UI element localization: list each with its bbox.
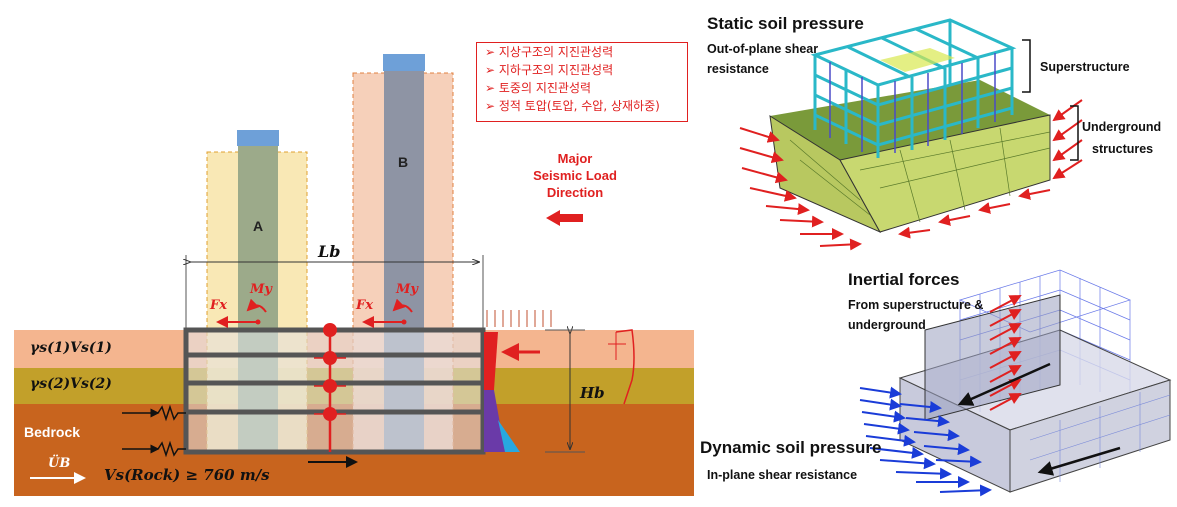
dynamic-soil-pressure-title: Dynamic soil pressure <box>700 438 882 457</box>
soil-layer-1-label: γs(1)Vs(1) <box>30 340 112 356</box>
superstructure-frame <box>810 18 1017 158</box>
inertial-black-arrow <box>957 362 1051 406</box>
fx-origin-a <box>255 319 261 325</box>
surcharge-arrows <box>486 310 552 327</box>
dynamic-profile-curve <box>615 329 635 405</box>
my-label-a: My <box>250 282 272 297</box>
underground-bracket <box>1070 105 1079 161</box>
bedrock-label: Bedrock <box>24 424 81 440</box>
base-shear-arrow-3d <box>1037 446 1121 476</box>
note-line-4: ➢ 정적 토압(토압, 수압, 상재하중) <box>485 99 660 113</box>
soil-layer-2-label: γs(2)Vs(2) <box>30 376 112 392</box>
building-a-label: A <box>253 218 264 234</box>
notes-box: ➢ 지상구조의 지진관성력 ➢ 지하구조의 지진관성력 ➢ 토중의 지진관성력 … <box>476 42 688 122</box>
static-pressure-arrows-left <box>739 127 862 251</box>
in-plane-label: In-plane shear resistance <box>707 468 858 482</box>
underground-grid <box>789 127 1051 223</box>
static-soil-pressure-title: Static soil pressure <box>707 14 864 33</box>
building-b-label: B <box>398 154 409 170</box>
hb-label: Hb <box>580 384 605 402</box>
my-label-b: My <box>396 282 418 297</box>
spring-upper <box>122 404 186 422</box>
building-a-top <box>237 130 279 146</box>
ground-motion-label: ÜB <box>48 456 71 471</box>
inertial-arrows <box>989 295 1022 411</box>
lb-label: Lb <box>318 242 341 261</box>
superstructure-label: Superstructure <box>1040 60 1130 74</box>
fx-label-a: Fx <box>210 298 227 313</box>
note-line-2: ➢ 지하구조의 지진관성력 <box>485 63 614 77</box>
dynamic-pressure-arrows <box>859 386 992 497</box>
spring-lower <box>122 440 186 458</box>
underground-line2: structures <box>1092 142 1154 156</box>
superstructure-columns <box>829 53 996 153</box>
shear-wall-panel <box>924 294 1061 421</box>
note-line-3: ➢ 토중의 지진관성력 <box>485 81 592 95</box>
underground-side-face <box>839 114 1051 233</box>
moment-icon-a <box>246 298 267 313</box>
moment-icon-b <box>392 298 413 313</box>
underground-line1: Underground <box>1082 120 1162 134</box>
static-structure-3d <box>739 18 1083 251</box>
from-line1: From superstructure & <box>848 298 984 312</box>
pressure-blue <box>498 420 520 452</box>
superstructure-bracket <box>1022 39 1031 93</box>
out-of-plane-line1: Out-of-plane shear <box>707 42 819 56</box>
underground-top-face <box>770 80 1050 160</box>
out-of-plane-line2: resistance <box>707 62 769 76</box>
building-b-top <box>383 54 425 71</box>
fx-label-b: Fx <box>356 298 373 313</box>
major-load-arrow-icon <box>546 210 583 226</box>
from-line2: underground <box>848 318 926 332</box>
pressure-purple <box>484 390 505 452</box>
fx-origin-b <box>401 319 407 325</box>
note-line-1: ➢ 지상구조의 지진관성력 <box>485 45 614 59</box>
major-load-label: Major Seismic Load Direction <box>533 151 617 200</box>
wall-grid <box>1029 392 1171 482</box>
rock-velocity-label: Vs(Rock) ≥ 760 m/s <box>104 466 270 484</box>
inertial-node <box>323 323 337 337</box>
left-diagram <box>14 54 694 496</box>
dynamic-structure-3d <box>859 269 1172 497</box>
superstructure-core <box>880 48 955 72</box>
inertial-forces-title: Inertial forces <box>848 270 960 289</box>
